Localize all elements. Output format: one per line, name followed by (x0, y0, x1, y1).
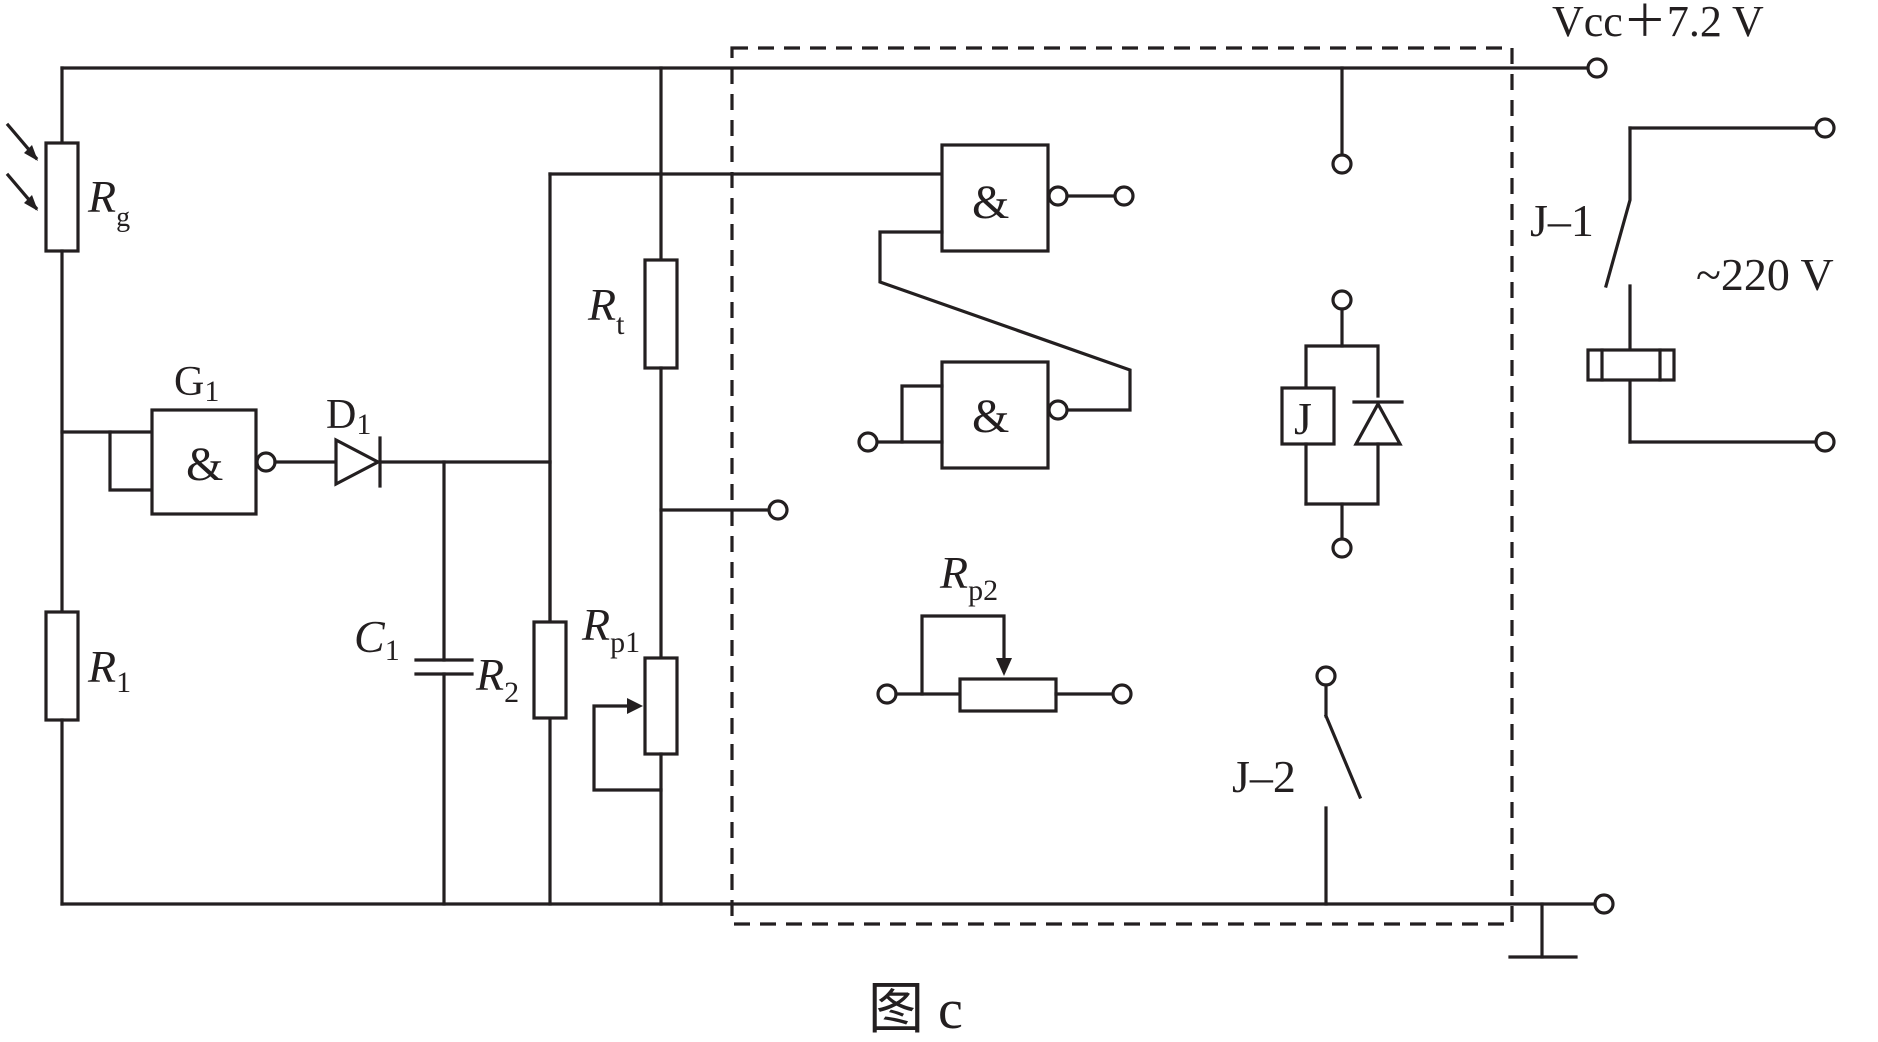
vcc-terminal[interactable] (1586, 57, 1608, 79)
j2-terminal[interactable] (1315, 665, 1337, 687)
rt-rp1-branch (592, 66, 789, 906)
light-arrow-icon (5, 122, 39, 211)
label-g1: G1 (174, 359, 219, 408)
left-branch (5, 66, 80, 906)
label-rp2: Rp2 (939, 547, 998, 607)
label-j1: J–1 (1530, 195, 1594, 246)
rp2-right-terminal[interactable] (1111, 683, 1133, 705)
resistor-r2 (532, 620, 568, 720)
ground-terminal[interactable] (1593, 893, 1615, 915)
thermistor-rt (643, 258, 679, 370)
label-r2: R2 (475, 649, 519, 709)
label-j: J (1294, 393, 1312, 444)
relay-top-terminal[interactable] (1331, 289, 1353, 311)
switch-j1-load (1586, 117, 1836, 453)
potentiometer-rp1 (643, 656, 679, 756)
relay-bottom-terminal[interactable] (1331, 537, 1353, 559)
module-boundary (730, 46, 1514, 926)
photoresistor-rg (44, 141, 80, 253)
rt-tap-terminal[interactable] (767, 499, 789, 521)
lower-gate-input-terminal[interactable] (857, 431, 879, 453)
label-rt: Rt (587, 279, 625, 341)
supply-tap (1331, 66, 1353, 175)
g1-symbol: & (186, 438, 223, 491)
ac-top-terminal[interactable] (1814, 117, 1836, 139)
label-ac: ~220 V (1696, 249, 1834, 300)
lower-gate-symbol: & (972, 390, 1009, 443)
rp2-left-terminal[interactable] (876, 683, 898, 705)
nand-gate-lower (857, 360, 1069, 470)
label-rg: Rg (87, 171, 130, 233)
diode-d1 (273, 436, 552, 488)
label-rp1: Rp1 (581, 599, 640, 659)
switch-j2 (1315, 665, 1363, 906)
nand-gate-g1 (60, 408, 277, 516)
upper-gate-symbol: & (972, 176, 1009, 229)
ground-rail (60, 893, 1615, 959)
resistor-r1 (44, 610, 80, 722)
nand-gate-upper (878, 143, 1135, 412)
label-r1: R1 (87, 641, 131, 699)
potentiometer-rp2 (876, 614, 1133, 713)
upper-gate-output-terminal[interactable] (1113, 185, 1135, 207)
capacitor-c1 (414, 460, 474, 906)
label-c1: C1 (354, 611, 400, 667)
relay-coil-j (1280, 289, 1404, 559)
supply-tap-terminal[interactable] (1331, 153, 1353, 175)
label-d1: D1 (326, 392, 371, 441)
label-j2: J–2 (1232, 751, 1296, 802)
supply-rail (60, 57, 1608, 79)
ac-bottom-terminal[interactable] (1814, 431, 1836, 453)
label-vcc: Vcc＋7.2 V (1552, 0, 1764, 46)
resistor-r2-branch (532, 172, 944, 906)
figure-caption: 图 c (868, 979, 963, 1041)
